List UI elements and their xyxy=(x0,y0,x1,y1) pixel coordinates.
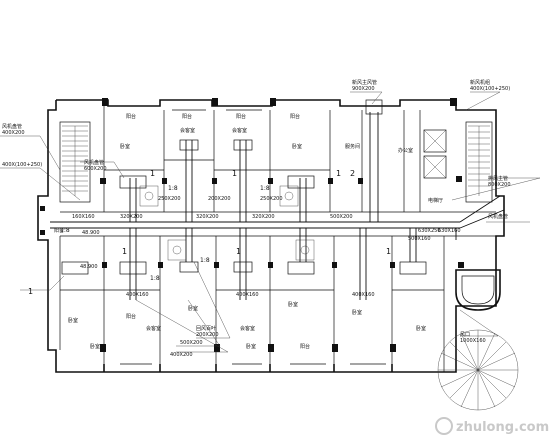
compass-rose xyxy=(437,329,519,411)
dim-vert-4: 400X160 xyxy=(126,292,149,298)
note-left-unit: 风机盘管 xyxy=(2,123,22,130)
note-outlet: 风口 xyxy=(460,332,470,338)
dim-corr-7: 500X160 xyxy=(408,236,431,242)
mark-2: 2 xyxy=(350,169,355,178)
label-living-b1: 会客室 xyxy=(146,325,161,332)
mark-1-f: 1 xyxy=(386,247,391,256)
dim-vert-2: 250X200 xyxy=(260,196,283,202)
structural-columns xyxy=(40,98,464,352)
dim-corr-8: 630X160 xyxy=(438,228,461,234)
dim-right-trunk: 800X200 xyxy=(488,182,511,188)
note-elevation: 48.900 xyxy=(82,230,100,236)
dim-corr-2: 320X200 xyxy=(120,214,143,220)
note-return: 回风百叶 xyxy=(196,325,216,332)
note-fresh-air-main: 新风主风管 xyxy=(352,79,377,86)
label-bedroom-1: 卧室 xyxy=(120,143,130,150)
label-office-right: 办公室 xyxy=(398,147,413,154)
section-marks: 1 1 1 1 1 1 1 2 1:8 1:8 1:8 1:8 1:8 xyxy=(28,169,391,296)
label-bedroom-b2: 卧室 xyxy=(188,305,198,312)
dim-bottom-1: 200X200 xyxy=(196,332,219,338)
dim-bottom-right: 1000X160 xyxy=(460,338,486,344)
dim-corr-4: 320X200 xyxy=(252,214,275,220)
elevator-shafts xyxy=(423,129,447,179)
fan-coil-units xyxy=(61,139,427,275)
label-balcony-left: 阳台 xyxy=(54,227,64,234)
room-labels: 卧室 卧室 会客室 会客室 阳台 阳台 阳台 阳台 服务间 办公室 电梯厅 阳台… xyxy=(54,113,443,350)
annotation-notes: 新风主风管 新风机组 风机盘管 排风主管 风机盘管 回风百叶 风口 风机盘管 4… xyxy=(2,79,508,338)
label-bedroom-b7: 卧室 xyxy=(90,343,100,350)
dim-top-right: 400X(100+250) xyxy=(470,86,510,92)
label-bedroom-b6: 卧室 xyxy=(416,325,426,332)
mark-1-left: 1 xyxy=(28,287,33,296)
label-bedroom-b1: 卧室 xyxy=(68,317,78,324)
label-balcony-top-3: 阳台 xyxy=(126,113,136,120)
note-fcu: 风机盘管 xyxy=(84,159,104,166)
label-bedroom-2: 卧室 xyxy=(292,143,302,150)
label-balcony-b2: 阳台 xyxy=(300,343,310,350)
mark-1-c: 1 xyxy=(336,169,341,178)
mark-ratio-5: 1:8 xyxy=(200,257,210,264)
dim-left-2: 400X(100+250) xyxy=(2,162,42,168)
label-bedroom-b5: 卧室 xyxy=(352,309,362,316)
label-balcony-b1: 阳台 xyxy=(126,313,136,320)
dim-vert-1: 250X200 xyxy=(158,196,181,202)
mark-1-b: 1 xyxy=(232,169,237,178)
leader-lines xyxy=(0,91,541,353)
note-elevation-2: 48.900 xyxy=(80,264,98,270)
label-bedroom-b3: 卧室 xyxy=(246,343,256,350)
dim-corr-6: 630X250 xyxy=(418,228,441,234)
label-living-2: 会客室 xyxy=(232,127,247,134)
mark-ratio-1: 1:8 xyxy=(168,185,178,192)
watermark-logo: zhulong.com xyxy=(435,417,549,435)
dim-bottom-2: 500X200 xyxy=(180,340,203,346)
note-fresh-air-unit: 新风机组 xyxy=(470,79,490,86)
dim-left-1: 400X200 xyxy=(2,130,25,136)
round-bay xyxy=(455,269,501,311)
bath-fixtures xyxy=(139,185,315,261)
mark-1-d: 1 xyxy=(122,247,127,256)
label-living-b2: 会客室 xyxy=(240,325,255,332)
duct-size-labels: 400X200 400X(100+250) 900X200 400X(100+2… xyxy=(2,86,511,358)
dim-vert-5: 400X160 xyxy=(236,292,259,298)
dim-top-service: 900X200 xyxy=(352,86,375,92)
dim-fcu-1: 600X200 xyxy=(84,166,107,172)
dim-corr-1: 160X160 xyxy=(72,214,95,220)
label-balcony-top-2: 阳台 xyxy=(236,113,246,120)
note-exhaust: 排风主管 xyxy=(488,175,508,182)
mark-1-e: 1 xyxy=(236,247,241,256)
label-living-1: 会客室 xyxy=(180,127,195,134)
label-balcony-top-1: 阳台 xyxy=(182,113,192,120)
dim-corr-5: 500X200 xyxy=(330,214,353,220)
note-corridor: 风机盘管 xyxy=(488,213,508,220)
label-service: 服务间 xyxy=(345,143,360,150)
dim-bottom-3: 400X200 xyxy=(170,352,193,358)
label-elevator-hall: 电梯厅 xyxy=(428,197,443,204)
mark-ratio-3: 1:8 xyxy=(150,275,160,282)
mark-ratio-4: 1:8 xyxy=(260,185,270,192)
mark-ratio-2: 1:8 xyxy=(60,227,70,234)
label-bedroom-b4: 卧室 xyxy=(288,301,298,308)
dim-vert-6: 400X160 xyxy=(352,292,375,298)
main-duct xyxy=(50,99,505,300)
dim-vert-3: 200X200 xyxy=(208,196,231,202)
mark-1-a: 1 xyxy=(150,169,155,178)
dim-corr-3: 320X200 xyxy=(196,214,219,220)
building-walls xyxy=(37,99,505,373)
label-balcony-top-4: 阳台 xyxy=(290,113,300,120)
watermark-text: zhulong.com xyxy=(456,420,549,435)
stair-right xyxy=(465,121,493,203)
